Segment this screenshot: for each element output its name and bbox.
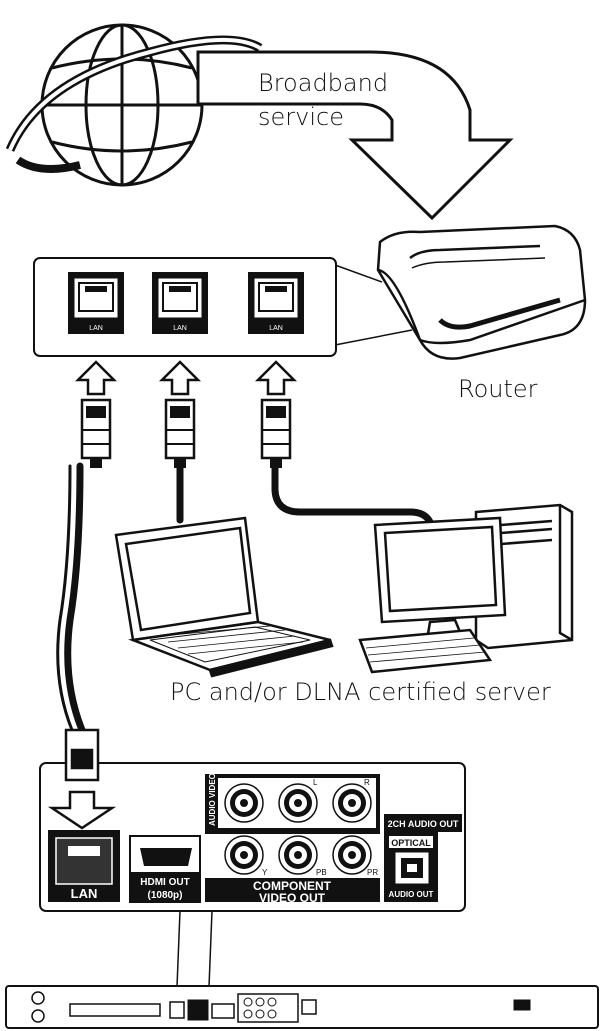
component-label-1: COMPONENT [253, 879, 332, 893]
rca-jack-icon [332, 835, 372, 875]
router-icon [376, 224, 587, 360]
optical-audio-out: 2CH AUDIO OUT OPTICAL AUDIO OUT [384, 814, 462, 902]
router-port-label: LAN [89, 325, 103, 332]
jack-r-label: R [364, 778, 370, 787]
two-ch-audio-out-label: 2CH AUDIO OUT [388, 819, 459, 829]
rca-jack-icon [332, 783, 372, 823]
player-hdmi-port: HDMI OUT (1080p) [129, 835, 201, 903]
cables [56, 462, 434, 734]
audio-out-label: AUDIO OUT [389, 890, 434, 899]
lan-plug-player [47, 728, 117, 830]
player-lan-port: LAN [48, 830, 120, 902]
server-label: PC and/or DLNA certified server [170, 678, 551, 706]
player-lan-label: LAN [71, 886, 98, 901]
jack-pr-label: PR [367, 868, 378, 877]
ethernet-plug-icon [260, 398, 292, 468]
router-lan-port-1: LAN [68, 272, 124, 334]
jack-pb-label: PB [316, 868, 327, 877]
rca-jack-icon [278, 835, 318, 875]
router-lan-port-3: LAN [248, 272, 304, 334]
component-label-2: VIDEO OUT [259, 891, 326, 905]
rca-jack-icon [278, 783, 318, 823]
jack-y-label: Y [262, 868, 268, 877]
optical-label: OPTICAL [391, 838, 431, 848]
router-label: Router [458, 375, 538, 403]
audio-video-out-label: AUDIO VIDEO [208, 773, 217, 826]
router-port-label: LAN [269, 325, 283, 332]
router-port-label: LAN [173, 325, 187, 332]
broadband-arrow [196, 50, 514, 221]
player-hdmi-label-1: HDMI OUT [140, 877, 189, 888]
player-hdmi-label-2: (1080p) [147, 890, 182, 901]
ethernet-plug-icon [80, 398, 112, 468]
desktop-pc-icon [358, 503, 574, 674]
jack-letters: L R Y PB PR [262, 778, 378, 877]
jack-l-label: L [313, 778, 318, 787]
router-lan-port-2: LAN [152, 272, 208, 334]
rca-jack-icon [224, 783, 264, 823]
ethernet-plug-icon [164, 398, 196, 468]
up-arrow-icon [74, 360, 118, 396]
laptop-icon [114, 516, 334, 678]
up-arrow-icon [254, 360, 298, 396]
rca-jack-icon [224, 835, 264, 875]
broadband-label: Broadband service [258, 69, 389, 131]
player-device [5, 985, 599, 1029]
zoom-lines [334, 264, 413, 346]
globe-icon [5, 23, 263, 187]
up-arrow-icon [158, 360, 202, 396]
